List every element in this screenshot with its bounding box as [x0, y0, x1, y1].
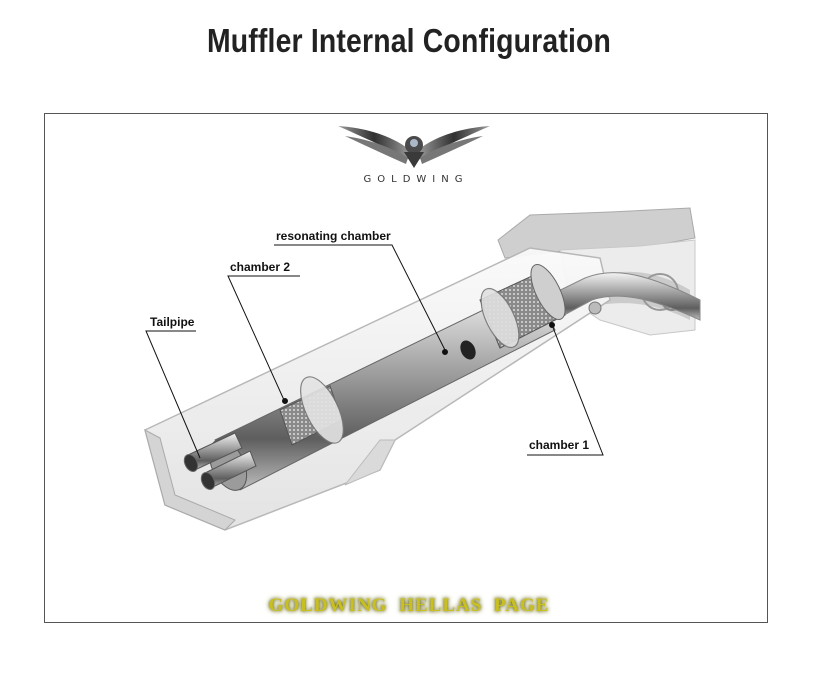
tailpipe-label: Tailpipe	[150, 315, 194, 329]
chamber-2-label: chamber 2	[230, 260, 290, 274]
goldwing-wings-icon	[338, 126, 490, 168]
footer-watermark: GOLDWING HELLAS PAGE	[0, 595, 818, 617]
resonating-chamber-label: resonating chamber	[276, 229, 391, 243]
goldwing-logo-text: GOLDWING	[336, 174, 496, 185]
chamber-1-label: chamber 1	[529, 438, 589, 452]
